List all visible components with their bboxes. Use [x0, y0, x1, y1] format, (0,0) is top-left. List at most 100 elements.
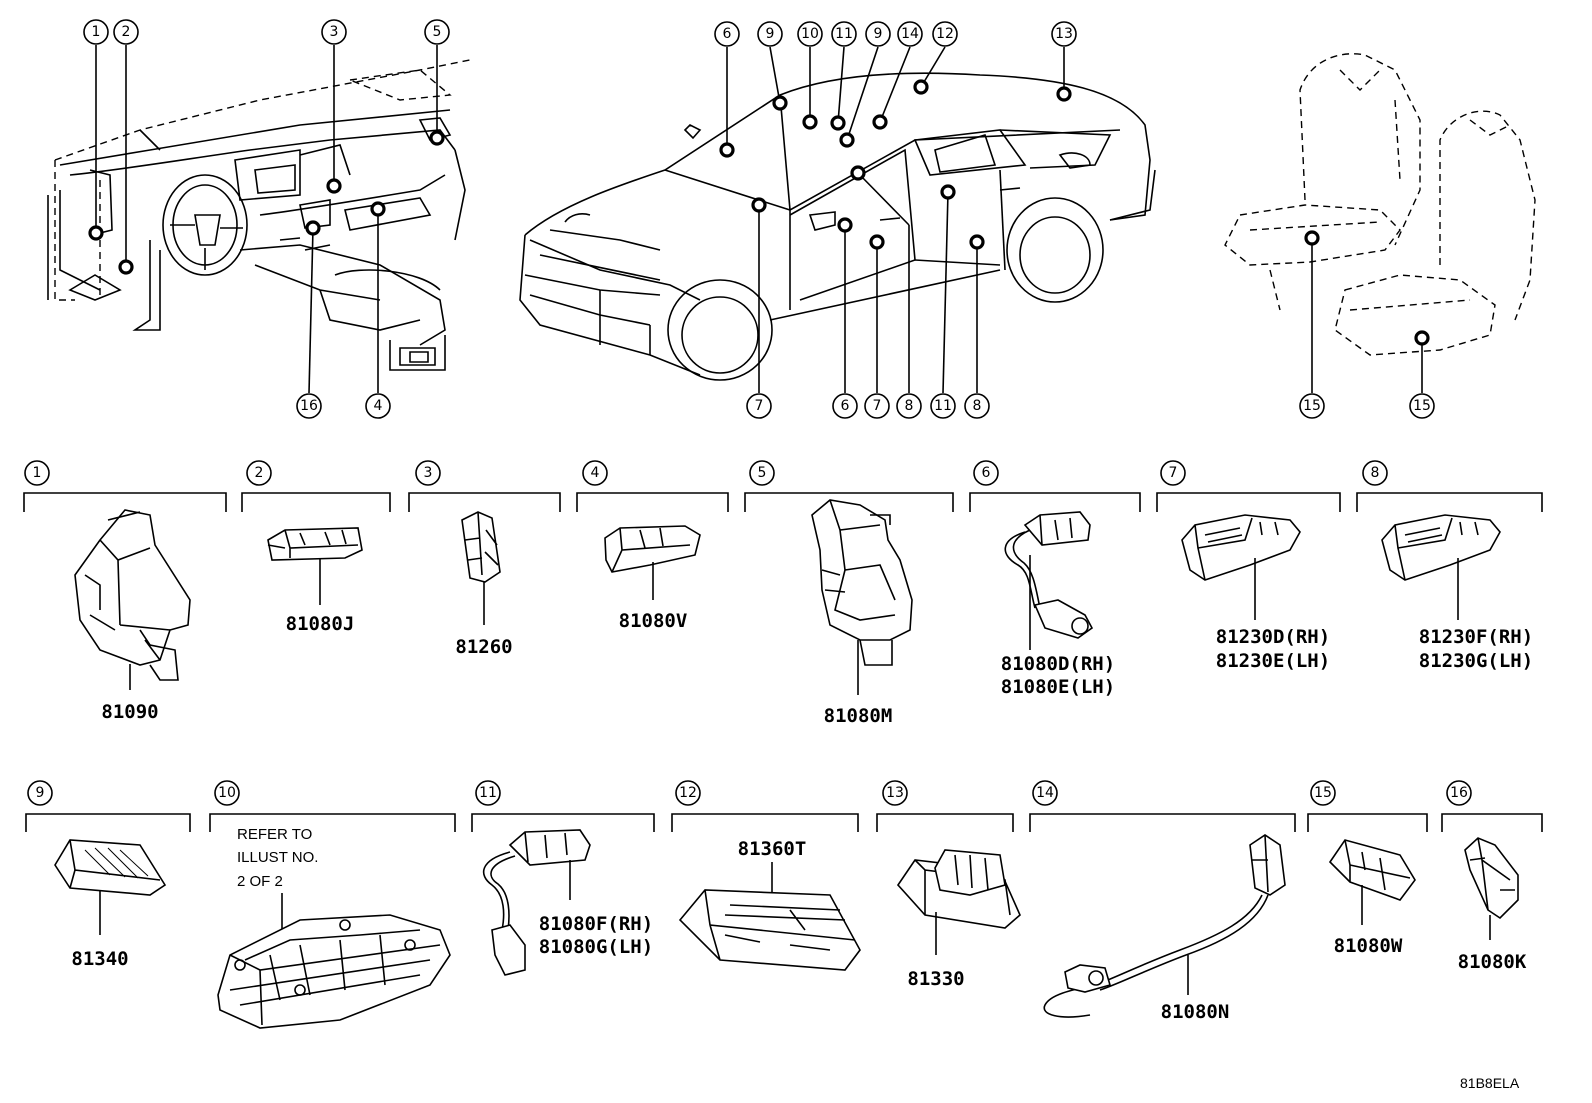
car-overview	[519, 72, 1156, 381]
svg-text:13: 13	[886, 785, 904, 801]
callout-12-top: 12	[932, 21, 958, 47]
section-13-header: 13	[876, 780, 1014, 832]
svg-text:3: 3	[424, 465, 433, 481]
callout-4-bottom: 4	[365, 393, 391, 419]
svg-text:10: 10	[801, 26, 819, 42]
svg-text:15: 15	[1314, 785, 1332, 801]
callout-9-top-b: 9	[865, 21, 891, 47]
section-9-header: 9	[25, 780, 191, 832]
section-11-header: 11	[471, 780, 655, 832]
svg-text:81230G(LH): 81230G(LH)	[1419, 650, 1533, 672]
part-81090: 81090	[74, 509, 191, 723]
diagram-code: 81B8ELA	[1460, 1075, 1520, 1091]
callout-8-bottom-a: 8	[896, 393, 922, 419]
callout-10-top: 10	[797, 21, 823, 47]
section-5-header: 5	[744, 460, 954, 512]
callout-13-top: 13	[1051, 21, 1077, 47]
part-81080K: 81080K	[1458, 837, 1527, 973]
svg-text:16: 16	[1450, 785, 1468, 801]
svg-text:81080D(RH): 81080D(RH)	[1001, 653, 1115, 675]
section-7-header: 7	[1156, 460, 1341, 512]
callout-11-top: 11	[831, 21, 857, 47]
section-3-header: 3	[408, 460, 561, 512]
part-81080W: 81080W	[1328, 839, 1416, 957]
svg-text:81230D(RH): 81230D(RH)	[1216, 626, 1330, 648]
svg-text:2: 2	[255, 465, 264, 481]
callout-5-top: 5	[424, 19, 450, 45]
svg-text:14: 14	[901, 26, 919, 42]
svg-text:81230E(LH): 81230E(LH)	[1216, 650, 1330, 672]
section-15-header: 15	[1307, 780, 1428, 832]
svg-text:16: 16	[300, 398, 318, 414]
callout-3-top: 3	[321, 19, 347, 45]
row2-headers: 9 10 11 12 13 14 15 16	[25, 780, 1543, 832]
section-2-header: 2	[241, 460, 391, 512]
overview-callouts: 1 2 3 5 16 4 6 9 10 11 9 14 12 13 7 6 7 …	[83, 19, 1435, 419]
svg-text:4: 4	[591, 465, 600, 481]
svg-text:81090: 81090	[101, 701, 158, 723]
leader-lines	[95, 45, 1423, 394]
svg-text:13: 13	[1055, 26, 1073, 42]
svg-text:11: 11	[479, 785, 497, 801]
svg-text:6: 6	[723, 26, 732, 42]
svg-text:4: 4	[374, 398, 383, 414]
svg-text:8: 8	[973, 398, 982, 414]
svg-text:10: 10	[218, 785, 236, 801]
callout-9-top-a: 9	[757, 21, 783, 47]
svg-text:15: 15	[1413, 398, 1431, 414]
part-81260: 81260	[455, 511, 513, 658]
part-81080D-81080E: 81080D(RH) 81080E(LH)	[1001, 511, 1115, 698]
svg-text:14: 14	[1036, 785, 1054, 801]
svg-text:81080G(LH): 81080G(LH)	[539, 936, 653, 958]
section-8-header: 8	[1356, 460, 1543, 512]
callout-6-top: 6	[714, 21, 740, 47]
svg-text:6: 6	[982, 465, 991, 481]
svg-text:81080M: 81080M	[824, 705, 893, 727]
part-81080V: 81080V	[604, 525, 701, 632]
svg-text:15: 15	[1303, 398, 1321, 414]
svg-text:11: 11	[934, 398, 952, 414]
part-81230D-81230E: 81230D(RH) 81230E(LH)	[1181, 514, 1330, 672]
svg-text:81080F(RH): 81080F(RH)	[539, 913, 653, 935]
section-10-header: 10	[209, 780, 456, 832]
location-dots	[88, 79, 1430, 346]
seats-overview	[1224, 53, 1536, 356]
part-81080J: 81080J	[267, 527, 363, 635]
svg-text:1: 1	[92, 24, 101, 40]
section-1-header: 1	[23, 460, 227, 512]
svg-text:81080W: 81080W	[1334, 935, 1403, 957]
callout-7-bottom-a: 7	[746, 393, 772, 419]
section-6-header: 6	[969, 460, 1141, 512]
svg-text:ILLUST NO.: ILLUST NO.	[237, 849, 318, 866]
part-81340: 81340	[54, 839, 167, 970]
callout-15-bottom-a: 15	[1299, 393, 1325, 419]
svg-text:81230F(RH): 81230F(RH)	[1419, 626, 1533, 648]
part-81230F-81230G: 81230F(RH) 81230G(LH)	[1381, 514, 1533, 672]
callout-8-bottom-b: 8	[964, 393, 990, 419]
callout-16-bottom: 16	[296, 393, 322, 419]
section-12-header: 12	[671, 780, 859, 832]
svg-text:REFER TO: REFER TO	[237, 826, 312, 843]
section-14-header: 14	[1029, 780, 1296, 832]
svg-text:12: 12	[679, 785, 697, 801]
svg-text:81080J: 81080J	[286, 613, 355, 635]
svg-text:81330: 81330	[907, 968, 964, 990]
svg-text:12: 12	[936, 26, 954, 42]
svg-text:5: 5	[433, 24, 442, 40]
svg-text:11: 11	[835, 26, 853, 42]
callout-2-top: 2	[113, 19, 139, 45]
dashboard-overview	[47, 59, 471, 371]
callout-15-bottom-b: 15	[1409, 393, 1435, 419]
svg-text:7: 7	[755, 398, 764, 414]
part-81330: 81330	[896, 849, 1021, 990]
section-16-header: 16	[1441, 780, 1543, 832]
svg-text:6: 6	[841, 398, 850, 414]
svg-text:1: 1	[33, 465, 42, 481]
svg-text:81360T: 81360T	[738, 838, 807, 860]
section-4-header: 4	[576, 460, 729, 512]
svg-text:9: 9	[874, 26, 883, 42]
callout-6-bottom: 6	[832, 393, 858, 419]
svg-text:7: 7	[873, 398, 882, 414]
part-81080N: 81080N	[1043, 834, 1286, 1023]
